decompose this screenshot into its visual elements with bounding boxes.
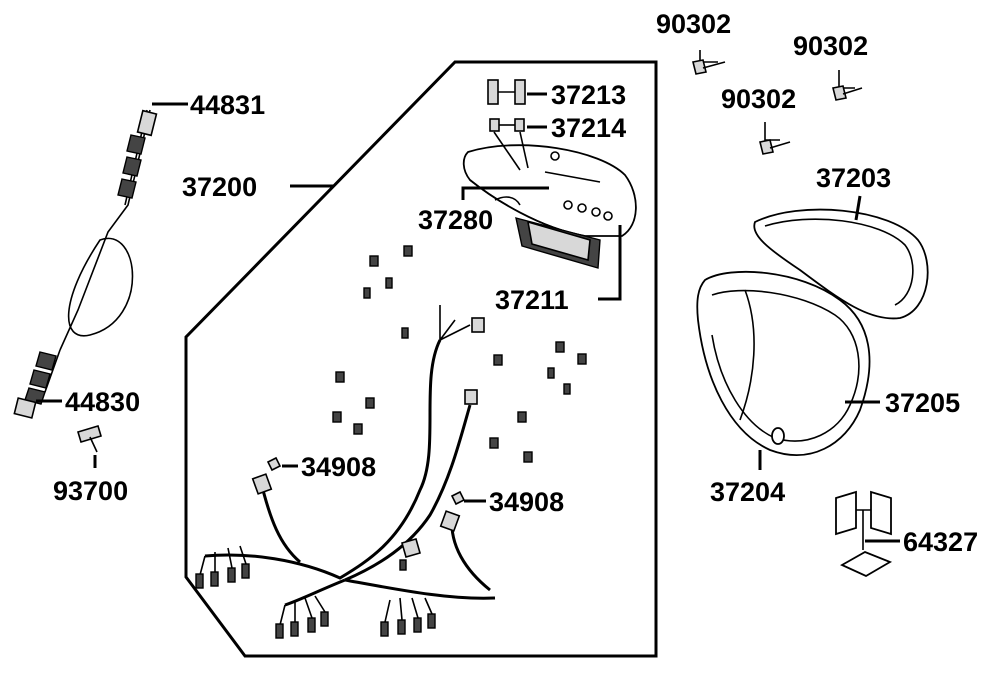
- terminals: [195, 563, 436, 639]
- label-37200: 37200: [182, 172, 257, 202]
- lower-cover-37204: [696, 270, 871, 456]
- meter-gauge: [462, 144, 637, 269]
- wiring-harness: [199, 305, 496, 626]
- label-44830: 44830: [65, 387, 140, 417]
- bracket-64327: [835, 490, 893, 578]
- screws-90302: [692, 50, 863, 155]
- label-90302-right: 90302: [793, 31, 868, 61]
- label-34908-left: 34908: [301, 452, 376, 482]
- assembly-outline: [184, 60, 658, 658]
- screw-93700: [77, 425, 102, 453]
- label-93700: 93700: [53, 476, 128, 506]
- speedometer-cable: [13, 109, 158, 419]
- label-37214: 37214: [551, 113, 626, 143]
- label-34908-right: 34908: [489, 487, 564, 517]
- label-37205: 37205: [885, 388, 960, 418]
- label-90302-middle: 90302: [721, 84, 796, 114]
- label-37204: 37204: [710, 477, 785, 507]
- label-64327: 64327: [903, 527, 978, 557]
- label-37211: 37211: [495, 285, 569, 315]
- label-44831: 44831: [190, 90, 265, 120]
- bulbs: [487, 79, 529, 171]
- upper-cover-37203: [753, 208, 929, 320]
- label-37213: 37213: [551, 80, 626, 110]
- small-screws: [332, 245, 587, 571]
- label-90302-top: 90302: [656, 9, 731, 39]
- label-37203: 37203: [816, 163, 891, 193]
- label-37280: 37280: [418, 205, 493, 235]
